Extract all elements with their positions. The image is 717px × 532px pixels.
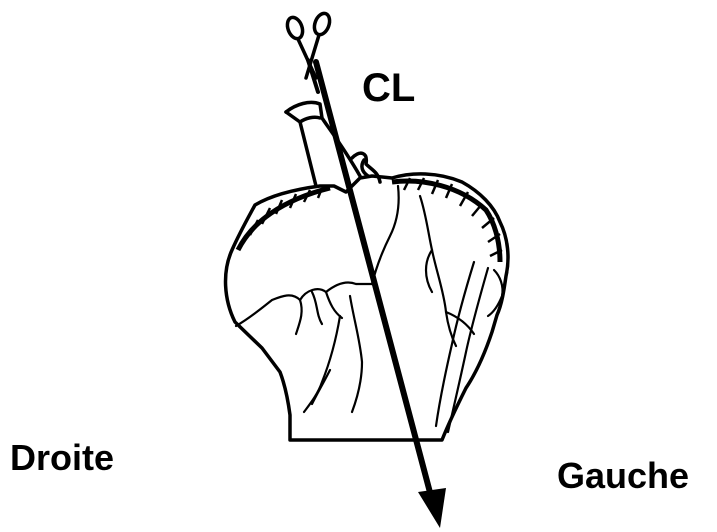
cl-label: CL <box>362 68 415 108</box>
bone-illustration <box>226 102 508 440</box>
droite-label: Droite <box>10 440 114 476</box>
gauche-label: Gauche <box>557 458 689 494</box>
scissors-icon <box>285 11 333 92</box>
cut-arrow <box>316 62 446 528</box>
arrow-down-icon <box>418 488 446 528</box>
cartilage-hatching <box>238 178 502 262</box>
